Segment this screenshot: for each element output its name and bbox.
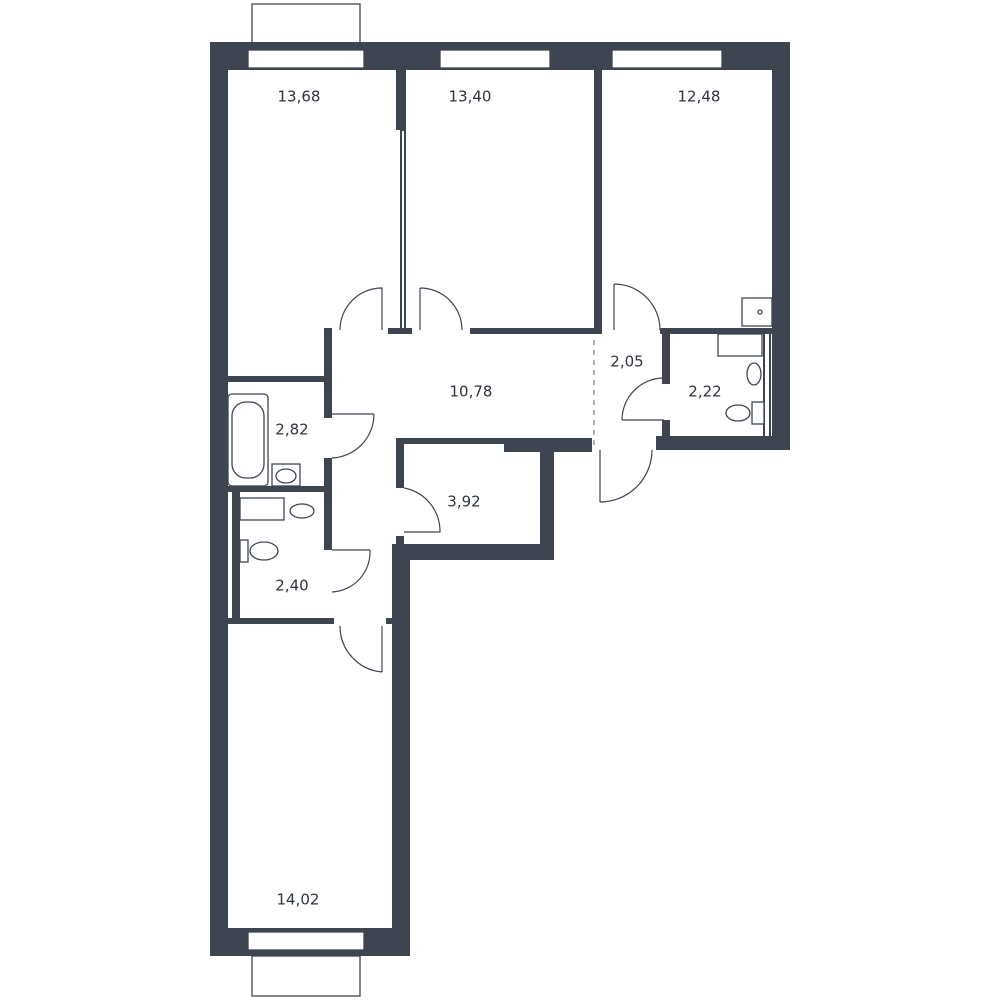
balcony-bottom [251, 955, 361, 997]
room-area-bathroom-right: 2,22 [688, 383, 721, 401]
interior-walls [228, 68, 772, 624]
sink-icon [746, 362, 762, 386]
windows [247, 49, 723, 951]
room-area-bathroom-left: 2,82 [275, 421, 308, 439]
room-area-bedroom-top-right: 12,48 [678, 88, 721, 106]
doors [331, 283, 665, 673]
room-area-toilet: 2,40 [275, 577, 308, 595]
room-area-bedroom-top-middle: 13,40 [449, 88, 492, 106]
boiler-icon [741, 297, 773, 327]
room-area-hallway: 10,78 [450, 383, 493, 401]
washing-machine-icon [239, 497, 285, 521]
balcony-top [251, 3, 361, 45]
room-area-corridor: 2,05 [610, 353, 643, 371]
sink-icon [289, 503, 315, 519]
outer-walls [210, 42, 790, 956]
room-area-bedroom-bottom: 14,02 [277, 891, 320, 909]
room-area-storage: 3,92 [447, 493, 480, 511]
sink-icon [271, 463, 301, 487]
washing-machine-icon [717, 333, 763, 357]
bathtub-icon [227, 393, 269, 487]
toilet-icon [725, 401, 765, 425]
toilet-icon [239, 539, 279, 563]
room-area-bedroom-top-left: 13,68 [278, 88, 321, 106]
